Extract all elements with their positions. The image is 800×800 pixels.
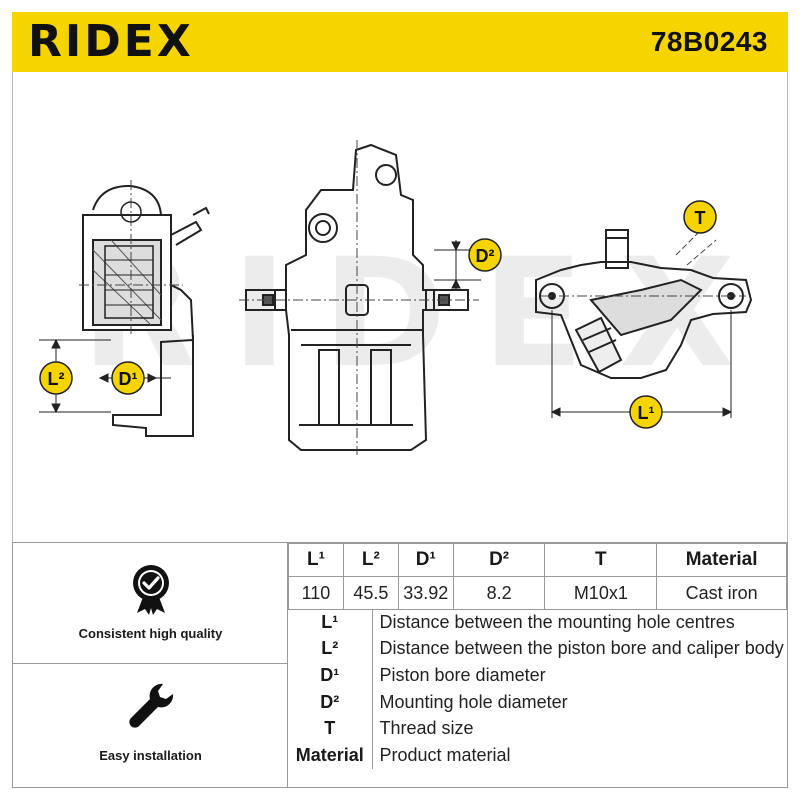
spec-header-d2: D²: [452, 543, 546, 577]
quality-seal-check-icon: [133, 565, 169, 615]
caliper-front-view: [239, 140, 479, 455]
legend-key: L¹: [288, 609, 373, 636]
legend-row: L² Distance between the piston bore and …: [288, 635, 787, 663]
label-d2: D²: [468, 238, 502, 272]
svg-text:L¹: L¹: [638, 403, 655, 423]
label-l1: L¹: [629, 395, 663, 429]
info-panel: Consistent high quality Easy installatio…: [12, 542, 788, 788]
svg-text:L²: L²: [48, 369, 65, 389]
legend-desc: Thread size: [379, 718, 474, 739]
legend-key: Material: [288, 741, 373, 769]
legend-key: L²: [288, 635, 373, 663]
legend-row: Material Product material: [288, 741, 787, 769]
spec-value-material: Cast iron: [656, 576, 787, 610]
feature-installation: Easy installation: [13, 664, 288, 787]
spec-value-l2: 45.5: [342, 576, 399, 610]
spec-table: L¹ L² D¹ D² T Material 110 45.5 33.92 8.…: [288, 543, 787, 610]
legend-key: D²: [288, 688, 373, 716]
legend-row: D¹ Piston bore diameter: [288, 662, 787, 689]
spec-header-d1: D¹: [397, 543, 454, 577]
legend-key: T: [288, 715, 373, 742]
caliper-top-view: [535, 229, 753, 379]
d2-dimension-lines: [434, 240, 481, 290]
legend-row: L¹ Distance between the mounting hole ce…: [288, 609, 787, 636]
legend-row: T Thread size: [288, 715, 787, 742]
spec-value-t: M10x1: [544, 576, 658, 610]
svg-text:D¹: D¹: [119, 369, 138, 389]
legend-desc: Mounting hole diameter: [379, 691, 568, 712]
spec-header-row: L¹ L² D¹ D² T Material: [288, 543, 787, 577]
wrench-icon: [129, 683, 174, 728]
technical-drawing: RIDEX: [12, 72, 788, 542]
brand-logo: RIDEX: [28, 16, 194, 67]
legend-desc: Distance between the mounting hole centr…: [379, 611, 735, 632]
legend-desc: Piston bore diameter: [379, 664, 546, 685]
spec-header-l1: L¹: [288, 543, 344, 577]
header-bar: RIDEX 78B0243: [12, 12, 788, 72]
spec-value-d1: 33.92: [397, 576, 454, 610]
spec-value-d2: 8.2: [452, 576, 546, 610]
legend-table: L¹ Distance between the mounting hole ce…: [288, 609, 787, 769]
label-l2: L²: [39, 361, 73, 395]
svg-text:T: T: [695, 208, 706, 228]
svg-text:D²: D²: [476, 246, 495, 266]
caliper-side-view: [79, 180, 210, 437]
spec-value-row: 110 45.5 33.92 8.2 M10x1 Cast iron: [288, 576, 787, 610]
legend-key: D¹: [288, 662, 373, 689]
feature-quality: Consistent high quality: [13, 543, 288, 664]
label-t: T: [683, 200, 717, 234]
feature-installation-label: Easy installation: [99, 748, 202, 763]
spec-value-l1: 110: [288, 576, 344, 610]
legend-row: D² Mounting hole diameter: [288, 688, 787, 716]
spec-header-material: Material: [656, 543, 787, 577]
spec-header-t: T: [544, 543, 658, 577]
part-number: 78B0243: [650, 26, 768, 57]
spec-header-l2: L²: [342, 543, 399, 577]
label-d1: D¹: [111, 361, 145, 395]
feature-quality-label: Consistent high quality: [78, 626, 223, 641]
legend-desc: Product material: [379, 744, 511, 765]
legend-desc: Distance between the piston bore and cal…: [379, 638, 784, 659]
